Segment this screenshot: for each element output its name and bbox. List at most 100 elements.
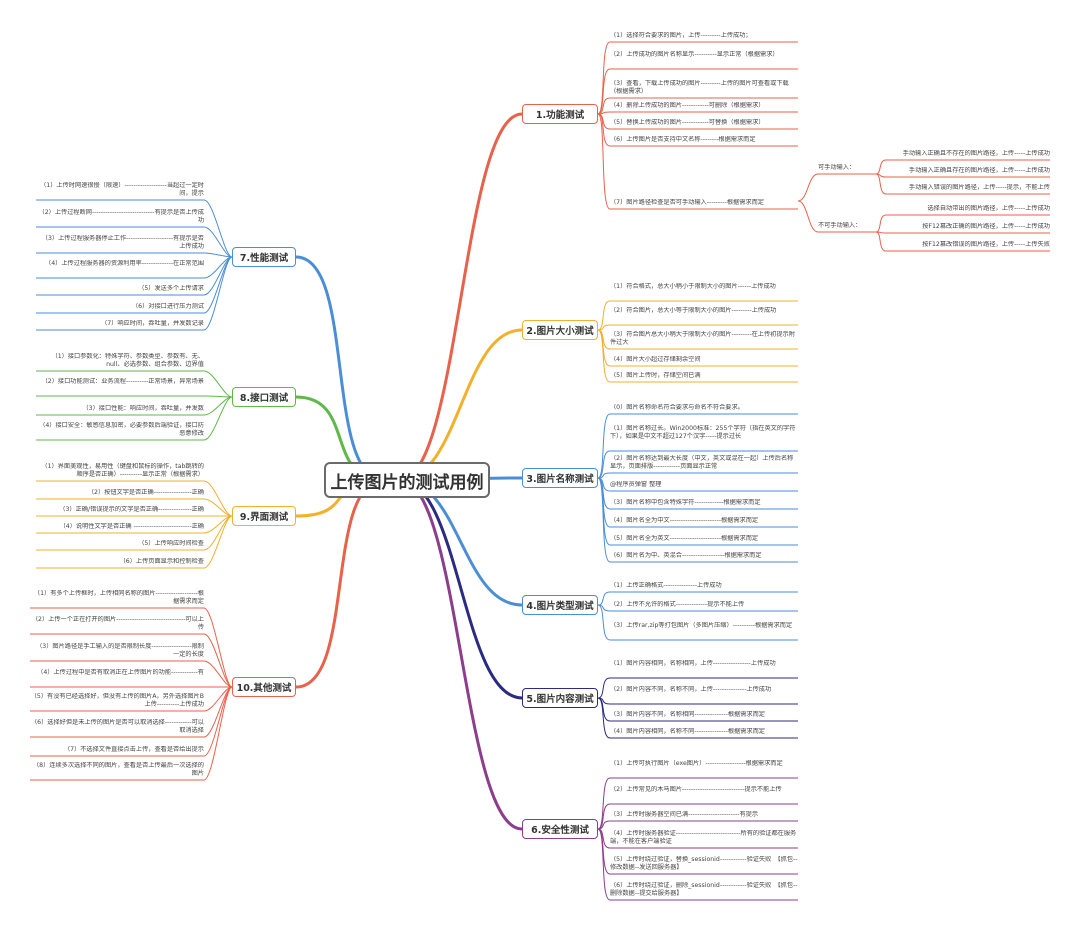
leaf-b8-3[interactable]: （3）接口性能：响应时间，吞吐量，并发数 <box>82 405 205 412</box>
branch-b3[interactable]: 3.图片名称测试 <box>522 468 598 488</box>
leaf-line-b2-5 <box>597 329 798 383</box>
leaf-b2-1[interactable]: （1）符合格式，总大小稍小于限制大小的图片------上传成功 <box>610 283 776 290</box>
leaf-b7-3[interactable]: （3）上传过程服务器停止工作---------------------有提示是否… <box>41 235 204 250</box>
leaf-b5-4[interactable]: （4）图片内容相同，名称不同---------------根据需求而定 <box>610 728 765 735</box>
leaf-b1-7[interactable]: （7）图片路径检查是否可手动输入---------根据需求而定 <box>610 199 764 206</box>
leaf-line-b3-8 <box>597 477 798 563</box>
subleaf-nomanual-2[interactable]: 按F12篡改正确的图片路径，上传-----上传成功 <box>922 223 1050 230</box>
subleaf-manual-2[interactable]: 手动输入正确且存在的图片路径，上传-----上传成功 <box>908 167 1050 174</box>
leaf-b1-3[interactable]: （3）查看，下载上传成功的图片---------上传的图片可查看或下载（根据需求… <box>610 80 789 95</box>
leaf-b7-1[interactable]: （1）上传时网速很慢（限速）-------------------当超过一定时间… <box>40 182 204 197</box>
branch-b8[interactable]: 8.接口测试 <box>232 387 296 407</box>
leaf-line-b6-3 <box>597 820 798 830</box>
leaf-b7-5[interactable]: （5）发送多个上传请求 <box>138 285 204 292</box>
leaf-b10-3[interactable]: （3）图片路径是手工输入的是否限制长度------------------限制一… <box>36 643 204 658</box>
leaf-line-b4-1 <box>597 591 798 606</box>
leaf-b5-2[interactable]: （2）图片内容不同，名称不同，上传---------------上传成功 <box>610 686 772 693</box>
leaf-b10-2[interactable]: （2）上传一个正在打开的图片--------------------------… <box>31 616 204 631</box>
subleaf-manual-1[interactable]: 手动输入正确且不存在的图片路径，上传-----上传成功 <box>902 150 1050 157</box>
branch-b7[interactable]: 7.性能测试 <box>232 247 296 267</box>
leaf-line-b8-1 <box>36 370 233 398</box>
leaf-b8-4[interactable]: （4）接口安全：敏感信息加密，必要参数后端验证，接口防恶意修改 <box>39 422 204 437</box>
branch-b9[interactable]: 9.界面测试 <box>232 506 296 526</box>
leaf-line-b2-2 <box>597 324 798 331</box>
leaf-b5-1[interactable]: （1）图片内容相同，名称相同，上传-----------------上传成功 <box>610 660 776 667</box>
leaf-b7-4[interactable]: （4）上传过程服务器的资源利用率--------------在正常范围 <box>45 260 204 267</box>
leaf-b6-4[interactable]: （4）上传时服务器验证-----------------------------… <box>610 830 797 845</box>
subleaf-nomanual-3[interactable]: 按F12篡改错误的图片路径，上传-----上传失败 <box>922 241 1050 248</box>
leaf-line-b4-3 <box>597 604 798 641</box>
leaf-b2-2[interactable]: （2）符合图片，总大小等于限制大小的图片---------上传成功 <box>610 307 777 314</box>
subleaf-line-nomanual-1 <box>875 214 1050 233</box>
branch-b4[interactable]: 4.图片类型测试 <box>522 595 598 615</box>
leaf-b6-6[interactable]: （6）上传时绕过验证，删除_sessionid------------验证失败 … <box>610 882 798 897</box>
leaf-b10-5[interactable]: （5）有没有已经选择好，但没有上传的图片A，另外选择图片B上传---------… <box>30 693 204 708</box>
leaf-b1-5[interactable]: （5）替换上传成功的图片------------可替换（根据需求） <box>610 119 765 126</box>
leaf-b3-6[interactable]: （4）图片名全为中文-----------------------根据需求而定 <box>610 517 759 524</box>
leaf-b3-5[interactable]: （3）图片名称中包含特殊字符-------------根据需求而定 <box>610 499 761 506</box>
leaf-b1-4[interactable]: （4）删除上传成功的图片------------可删除（根据需求） <box>610 102 765 109</box>
leaf-b8-2[interactable]: （2）接口功能测试：业务流程----------正常场景，异常场景 <box>41 378 204 385</box>
central-topic[interactable]: 上传图片的测试用例 <box>324 462 490 498</box>
leaf-b1-2[interactable]: （2）上传成功的图片名称显示----------显示正常（根据需求） <box>610 51 779 58</box>
branch-b10[interactable]: 10.其他测试 <box>232 677 296 697</box>
branch-b1[interactable]: 1.功能测试 <box>522 104 598 124</box>
subleaf-nomanual-1[interactable]: 选择自动带出的图片路径，上传-----上传成功 <box>927 205 1050 212</box>
leaf-b7-2[interactable]: （2）上传过程断网----------------------------有提示… <box>38 209 204 224</box>
leaf-b6-1[interactable]: （1）上传可执行图片（exe图片）------------------根据需求而… <box>610 760 783 767</box>
leaf-b6-3[interactable]: （3）上传时服务器空间已满-----------------------有提示 <box>610 811 759 818</box>
leaf-b1-1[interactable]: （1）选择符合要求的图片，上传---------上传成功； <box>610 32 752 39</box>
subbranch-manual[interactable]: 可手动输入： <box>818 164 856 171</box>
leaf-b3-4[interactable]: @程序员弹窗 整理 <box>610 481 662 488</box>
leaf-b10-7[interactable]: （7）不选择文件直接点击上传，查看是否给出提示 <box>63 746 204 753</box>
leaf-b4-2[interactable]: （2）上传不允许的格式--------------提示不能上传 <box>610 601 745 608</box>
leaf-line-b3-3 <box>597 472 798 479</box>
leaf-b2-3[interactable]: （3）符合图片总大小稍大于限制大小的图片---------在上传初提示附件过大 <box>610 331 795 346</box>
leaf-b7-6[interactable]: （6）对接口进行压力测试 <box>132 303 204 310</box>
leaf-b9-1[interactable]: （1）界面美观性，易用性（键盘和鼠标的操作，tab跳转的顺序是否正确）-----… <box>41 463 204 478</box>
connector-b5 <box>399 478 523 700</box>
branch-b2[interactable]: 2.图片大小测试 <box>522 320 598 340</box>
leaf-line-b10-2 <box>30 633 233 688</box>
leaf-b4-3[interactable]: （3）上传rar,zip等打包图片（多图片压缩）----------根据需求而定 <box>610 622 793 629</box>
leaf-b10-6[interactable]: （6）选择好但是未上传的图片是否可以取消选择------------可以取消选择 <box>30 719 204 734</box>
leaf-line-b6-1 <box>597 777 798 830</box>
branch-b6[interactable]: 6.安全性测试 <box>522 819 598 839</box>
leaf-b2-5[interactable]: （5）图片上传时，存储空间已满 <box>610 372 701 379</box>
leaf-b5-3[interactable]: （3）图片内容不同，名称相同---------------根据需求而定 <box>610 711 765 718</box>
leaf-b9-4[interactable]: （4）说明性文字是否正确 --------------------------正… <box>59 523 204 530</box>
leaf-b3-8[interactable]: （6）图片名为中、英混合-------------------根据需求而定 <box>610 552 762 559</box>
leaf-b9-3[interactable]: （3）正确/错误提示的文字是否正确---------------正确 <box>59 506 204 513</box>
leaf-b9-5[interactable]: （5）上传响应时间检查 <box>138 540 204 547</box>
leaf-b7-7[interactable]: （7）响应时间，吞吐量，并发数记录 <box>101 320 204 327</box>
leaf-b9-2[interactable]: （2）按钮文字是否正确-----------------正确 <box>87 489 204 496</box>
subbranch-line-nomanual <box>797 200 876 233</box>
leaf-line-b7-7 <box>36 256 233 331</box>
leaf-b3-3[interactable]: （2）图片名称达到最大长度（中文，英文或混在一起）上传后名称显示，页面排版---… <box>610 455 794 470</box>
leaf-b3-2[interactable]: （1）图片名称过长。Win2000标准：255个字符（指在英文的字符下），如果是… <box>610 425 796 440</box>
connector-b7 <box>295 255 385 482</box>
leaf-b10-4[interactable]: （4）上传过程中是否有取消正在上传图片的功能------------有 <box>37 669 204 676</box>
leaf-b1-6[interactable]: （6）上传图片是否支持中文名称--------根据需求而定 <box>610 136 756 143</box>
leaf-line-b5-1 <box>597 677 798 699</box>
leaf-b10-1[interactable]: （1）有多个上传框时，上传相同名称的图片-------------------根… <box>33 590 204 605</box>
branch-b5[interactable]: 5.图片内容测试 <box>522 688 598 708</box>
leaf-b3-7[interactable]: （5）图片名全为英文-----------------------根据需求而定 <box>610 535 759 542</box>
subbranch-nomanual[interactable]: 不可手动输入： <box>818 222 862 229</box>
leaf-line-b7-2 <box>36 226 233 258</box>
subleaf-line-manual-3 <box>875 173 1050 195</box>
leaf-line-b7-1 <box>36 199 233 258</box>
leaf-b9-6[interactable]: （6）上传页面显示和控制检查 <box>119 558 204 565</box>
leaf-b3-1[interactable]: （0）图片名称命名符合要求与命名不符合要求。 <box>610 404 744 411</box>
subleaf-manual-3[interactable]: 手动输入错误的图片路径，上传-----提示，不能上传 <box>908 184 1050 191</box>
leaf-b4-1[interactable]: （1）上传正确格式---------------上传成功 <box>610 582 722 589</box>
leaf-line-b8-4 <box>36 396 233 441</box>
leaf-b6-2[interactable]: （2）上传常见的木马图片----------------------------… <box>610 786 782 793</box>
subleaf-line-manual-1 <box>875 159 1050 175</box>
leaf-b2-4[interactable]: （4）图片大小超过存储剩余空间 <box>610 356 701 363</box>
leaf-b8-1[interactable]: （1）接口参数化：特殊字符、参数类型、参数有、无、null、必选参数、组合参数、… <box>51 353 204 368</box>
leaf-line-b2-1 <box>597 300 798 331</box>
leaf-b10-8[interactable]: （8）连续多次选择不同的图片，查看是否上传最后一次选择的图片 <box>33 762 204 777</box>
leaf-b6-5[interactable]: （5）上传时绕过验证，替换_sessionid------------验证失败 … <box>610 856 798 871</box>
